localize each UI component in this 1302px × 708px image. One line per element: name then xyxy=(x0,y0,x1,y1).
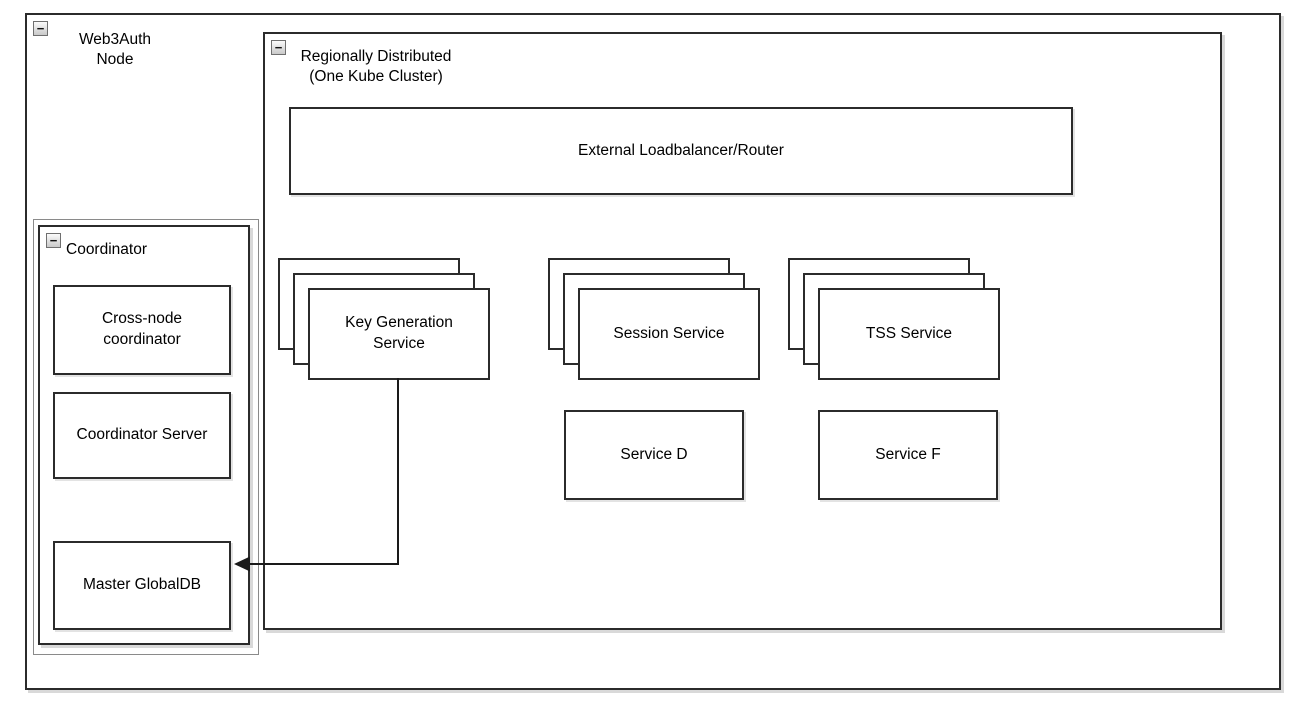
regionally-distributed-label: Regionally Distributed (One Kube Cluster… xyxy=(300,48,452,86)
service-d-box[interactable]: Service D xyxy=(564,410,744,500)
coordinator-group-outline xyxy=(33,219,259,655)
collapse-icon[interactable]: − xyxy=(46,233,61,248)
key-generation-service-stack: Key Generation Service xyxy=(278,258,492,382)
service-f-box[interactable]: Service F xyxy=(818,410,998,500)
cross-node-coordinator-box[interactable]: Cross-node coordinator xyxy=(53,285,231,375)
external-loadbalancer-box[interactable]: External Loadbalancer/Router xyxy=(289,107,1073,195)
coordinator-server-box[interactable]: Coordinator Server xyxy=(53,392,231,479)
collapse-icon[interactable]: − xyxy=(271,40,286,55)
coordinator-container[interactable]: − Coordinator Cross-node coordinator Coo… xyxy=(38,225,250,645)
tss-service-stack: TSS Service xyxy=(788,258,1002,382)
session-service-stack: Session Service xyxy=(548,258,762,382)
coordinator-label: Coordinator xyxy=(66,241,147,258)
key-generation-service-box[interactable]: Key Generation Service xyxy=(308,288,490,380)
web3auth-node-label: Web3Auth Node xyxy=(78,31,152,69)
session-service-box[interactable]: Session Service xyxy=(578,288,760,380)
collapse-icon[interactable]: − xyxy=(33,21,48,36)
regionally-distributed-container[interactable]: − Regionally Distributed (One Kube Clust… xyxy=(263,32,1222,630)
master-globaldb-box[interactable]: Master GlobalDB xyxy=(53,541,231,630)
arrowhead-icon xyxy=(234,556,250,572)
tss-service-box[interactable]: TSS Service xyxy=(818,288,1000,380)
